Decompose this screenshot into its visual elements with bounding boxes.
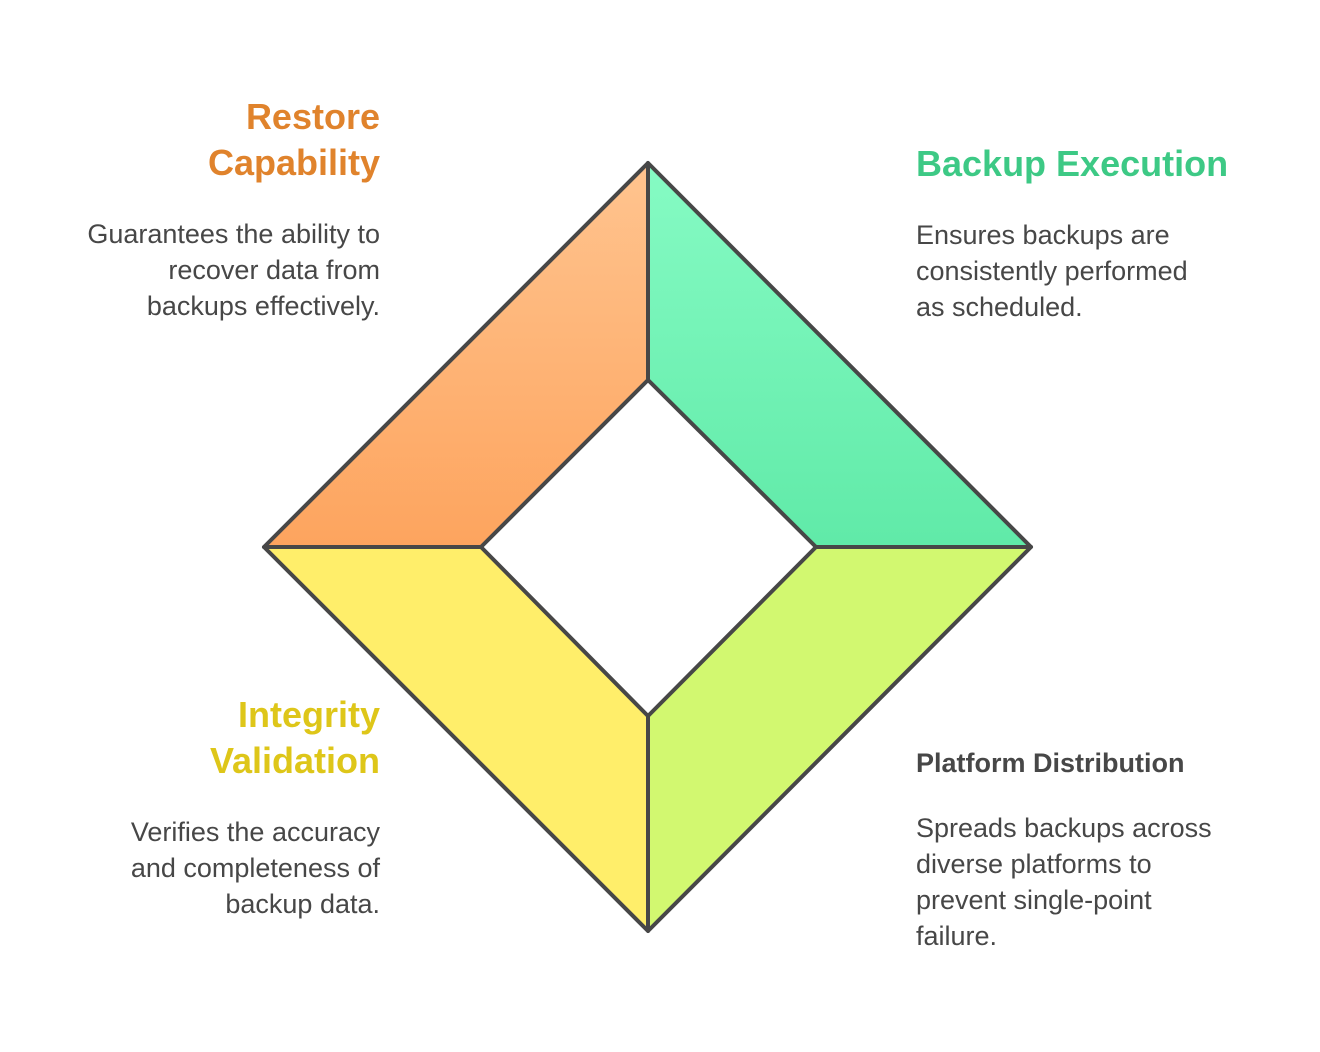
desc-line: Guarantees the ability to bbox=[87, 219, 380, 249]
desc-line: backups effectively. bbox=[146, 291, 380, 321]
desc-line: prevent single-point bbox=[916, 885, 1152, 915]
platform-description: Spreads backups across diverse platforms… bbox=[916, 810, 1212, 954]
desc-line: Verifies the accuracy bbox=[130, 817, 380, 847]
title-line: Integrity bbox=[237, 694, 380, 735]
desc-line: Ensures backups are bbox=[916, 220, 1170, 250]
desc-line: failure. bbox=[916, 921, 998, 951]
backup-description: Ensures backups are consistently perform… bbox=[916, 217, 1228, 325]
restore-description: Guarantees the ability to recover data f… bbox=[87, 216, 380, 324]
desc-line: consistently performed bbox=[916, 256, 1188, 286]
integrity-block: Integrity Validation Verifies the accura… bbox=[131, 692, 380, 922]
backup-block: Backup Execution Ensures backups are con… bbox=[916, 141, 1228, 325]
desc-line: Spreads backups across bbox=[916, 813, 1212, 843]
title-line: Validation bbox=[209, 740, 380, 781]
platform-title: Platform Distribution bbox=[916, 746, 1212, 780]
desc-line: as scheduled. bbox=[916, 292, 1083, 322]
restore-block: Restore Capability Guarantees the abilit… bbox=[87, 94, 380, 324]
desc-line: backup data. bbox=[225, 889, 380, 919]
segment-platform bbox=[646, 545, 1033, 933]
title-line: Backup Execution bbox=[916, 143, 1229, 184]
desc-line: and completeness of bbox=[130, 853, 380, 883]
title-line: Restore bbox=[245, 96, 380, 137]
backup-title: Backup Execution bbox=[916, 141, 1228, 187]
title-line: Capability bbox=[207, 142, 380, 183]
title-line: Platform Distribution bbox=[916, 748, 1185, 778]
desc-line: diverse platforms to bbox=[916, 849, 1152, 879]
desc-line: recover data from bbox=[168, 255, 380, 285]
integrity-description: Verifies the accuracy and completeness o… bbox=[131, 814, 380, 922]
integrity-title: Integrity Validation bbox=[131, 692, 380, 784]
restore-title: Restore Capability bbox=[87, 94, 380, 186]
platform-block: Platform Distribution Spreads backups ac… bbox=[916, 746, 1212, 954]
